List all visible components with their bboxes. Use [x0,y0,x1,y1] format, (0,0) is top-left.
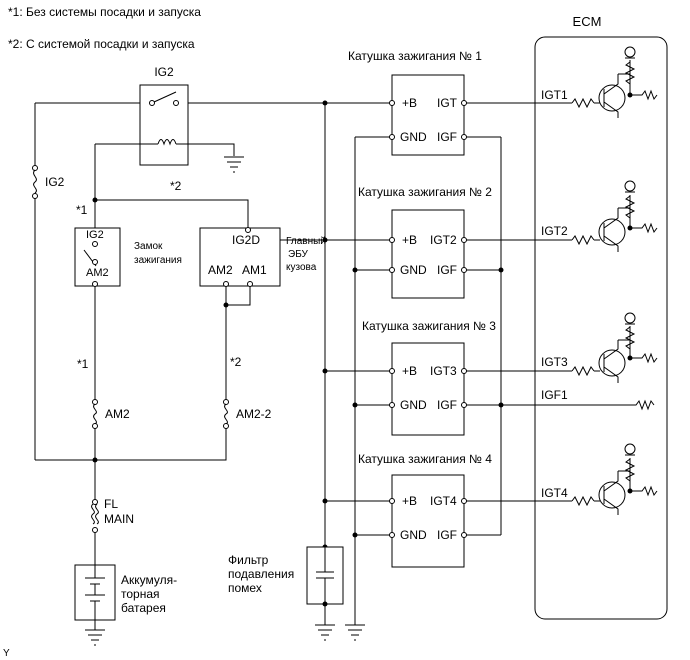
resistor-icon [571,365,595,377]
resistor-icon [571,495,595,507]
ig2-relay-label: IG2 [154,65,174,79]
coil-3-title: Катушка зажигания № 3 [362,319,496,333]
mark-star2-top: *2 [170,179,182,193]
resistor-icon [535,399,655,411]
fl-main-label-line2: MAIN [104,512,134,526]
coil-3-pin-gnd: GND [400,398,427,412]
mark-star1-top: *1 [76,203,88,217]
noise-filter-label-line1: Фильтр [228,553,269,567]
mark-star1-mid: *1 [77,357,89,371]
coil-2-title: Катушка зажигания № 2 [358,185,492,199]
ecm-pin-igf1: IGF1 [541,388,568,402]
ignition-coil-1: Катушка зажигания № 1 +B IGT GND IGF [348,49,482,156]
coil-2-pin-igf: IGF [437,263,457,277]
transistor-icon [598,218,626,246]
transistor-icon [598,84,626,112]
relay-coil-icon [157,139,177,146]
resistor-icon [571,234,595,246]
noise-filter-label-line3: помех [228,581,262,595]
body-ecu-pin-am2: AM2 [208,263,233,277]
coil-4-pin-igf: IGF [437,528,457,542]
ignition-switch-label-line2: зажигания [134,255,182,266]
coil-4-pin-igt: IGT4 [430,494,457,508]
coil-ground-icon [345,624,365,641]
coil-1-pin-igt: IGT [437,96,458,110]
ig2-power-line [34,100,392,547]
ig2-fuse-icon [32,165,38,199]
body-ecu-label-line1: Главный [286,236,326,247]
ecm-driver-igt1 [535,46,658,118]
ignition-coil-4: Катушка зажигания № 4 +B IGT4 GND IGF [358,452,492,568]
ig2-fuse-label: IG2 [45,175,65,189]
ecm-label: ECM [573,14,602,29]
coil-3-pin-igt: IGT3 [430,364,457,378]
pullup-resistor-icon [624,195,636,219]
battery-ground-icon [85,629,105,646]
body-ecu-label-line2: ЭБУ [288,249,309,260]
mark-star2-mid: *2 [230,355,242,369]
ecm-driver-igt2 [535,180,658,252]
corner-mark: Y [3,648,10,659]
main-body-ecu: IG2D AM2 AM1 [199,227,281,287]
note-with-smart-key: *2: С системой посадки и запуска [8,37,195,51]
ecm-driver-igt3 [535,312,658,383]
ground-icon [224,156,244,173]
am2-2-fuse-icon [223,399,229,429]
ignition-switch-label-line1: Замок [134,241,163,252]
coil-2-pin-b: +B [402,233,417,247]
battery-icon [74,564,116,621]
fl-main-fusible-link-icon [91,499,99,533]
ecm-box [534,36,668,620]
coil-2-pin-gnd: GND [400,263,427,277]
ig2-relay: IG2 [139,65,189,166]
noise-filter [306,544,344,607]
coil-3-pin-igf: IGF [437,398,457,412]
pullup-resistor-icon [624,326,636,350]
ignition-coil-2: Катушка зажигания № 2 +B IGT2 GND IGF [358,185,492,299]
fl-main-label-line1: FL [104,497,118,511]
noise-filter-ground-icon [315,624,335,641]
ecm-pin-igt3: IGT3 [541,355,568,369]
transistor-icon [598,481,626,509]
coil-1-pin-igf: IGF [437,130,457,144]
coil-4-pin-b: +B [402,494,417,508]
note-without-smart-key: *1: Без системы посадки и запуска [8,5,201,19]
body-ecu-pin-ig2d: IG2D [232,233,260,247]
coil-1-title: Катушка зажигания № 1 [348,49,482,63]
ecm-pin-igt2: IGT2 [541,224,568,238]
body-ecu-label-line3: кузова [286,262,317,273]
ecm-igf1-input [535,399,655,411]
battery-label-line1: Аккумуля- [121,573,177,587]
ecm-driver-igt4 [535,443,658,515]
pullup-resistor-icon [624,458,636,482]
ignition-switch: IG2 AM2 [74,227,121,287]
coil-4-title: Катушка зажигания № 4 [358,452,492,466]
noise-filter-label-line2: подавления [228,567,294,581]
battery-label-line2: торная [121,587,160,601]
ecm-pin-igt1: IGT1 [541,88,568,102]
coil-2-pin-igt: IGT2 [430,233,457,247]
ignition-switch-pin-ig2: IG2 [86,229,104,241]
coil-3-pin-b: +B [402,364,417,378]
ignition-coil-3: Катушка зажигания № 3 +B IGT3 GND IGF [362,319,496,436]
ignition-switch-pin-am2: AM2 [86,267,109,279]
coil-1-pin-b: +B [402,96,417,110]
relay-contact-icon [153,91,177,103]
battery-label-line3: батарея [121,601,166,615]
pullup-resistor-icon [624,61,636,85]
am2-2-fuse-label: AM2-2 [236,407,272,421]
coil-1-pin-gnd: GND [400,130,427,144]
body-ecu-pin-am1: AM1 [242,263,267,277]
coil-4-pin-gnd: GND [400,528,427,542]
am2-fuse-icon [92,399,98,429]
resistor-icon [571,97,595,109]
ecm-pin-igt4: IGT4 [541,486,568,500]
am2-fuse-label: AM2 [105,407,130,421]
transistor-icon [598,349,626,377]
